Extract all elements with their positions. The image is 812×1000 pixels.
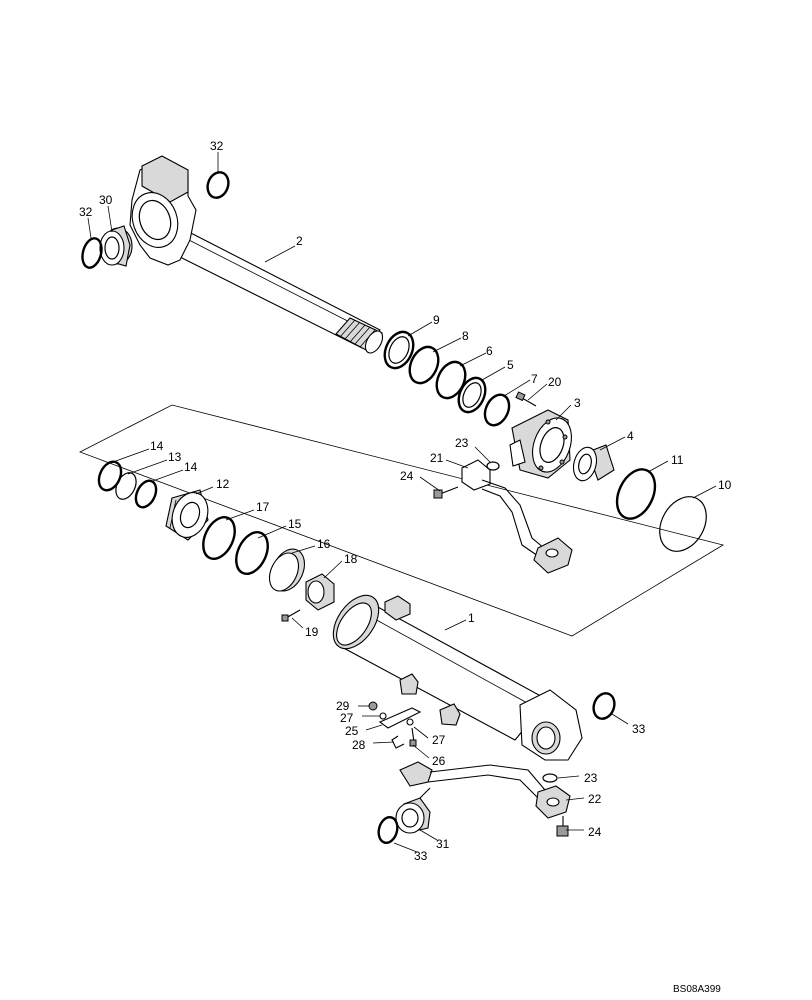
ring-16 <box>268 548 306 592</box>
seal-7 <box>483 393 511 427</box>
callout-18: 18 <box>344 552 358 566</box>
pipe-22 <box>399 761 571 819</box>
callout-6: 6 <box>486 344 493 358</box>
callout-21: 21 <box>430 451 444 465</box>
callout-23-upper: 23 <box>455 436 469 450</box>
callout-23-lower: 23 <box>584 771 598 785</box>
callout-19: 19 <box>305 625 319 639</box>
ring-13 <box>115 472 137 500</box>
callout-10: 10 <box>718 478 732 492</box>
callout-32-top: 32 <box>210 139 224 153</box>
callout-17: 17 <box>256 500 270 514</box>
bolt-20 <box>515 391 537 407</box>
callout-33-right: 33 <box>632 722 646 736</box>
bushing-31 <box>395 797 431 834</box>
callout-15: 15 <box>288 517 302 531</box>
callout-13: 13 <box>168 450 182 464</box>
clamp-hardware <box>368 701 422 749</box>
callout-12: 12 <box>216 477 230 491</box>
callout-32-left: 32 <box>79 205 93 219</box>
callout-14-right: 14 <box>184 460 198 474</box>
seal-9-inner <box>388 336 410 364</box>
o-ring-33-right <box>592 692 616 720</box>
seal-9 <box>383 330 415 370</box>
callout-labels: 32 30 32 2 9 8 6 5 7 20 3 4 11 10 23 21 … <box>79 139 732 995</box>
callout-4: 4 <box>627 429 634 443</box>
callout-11: 11 <box>671 453 684 467</box>
seal-8 <box>408 345 440 385</box>
seal-5-inner <box>462 382 482 408</box>
bolt-24-upper <box>433 486 459 499</box>
callout-30: 30 <box>99 193 113 207</box>
callout-28: 28 <box>352 738 366 752</box>
cylinder-head-3 <box>509 409 572 479</box>
callout-24-lower: 24 <box>588 825 602 839</box>
callout-20: 20 <box>548 375 562 389</box>
rod-bushing-30 <box>99 225 133 267</box>
callout-26: 26 <box>432 754 446 768</box>
callout-9: 9 <box>433 313 440 327</box>
ring-14-left <box>97 460 123 492</box>
disc-10 <box>659 496 707 552</box>
callout-7: 7 <box>531 372 538 386</box>
bushing-4 <box>572 444 615 482</box>
callout-24-upper: 24 <box>400 469 414 483</box>
callout-29: 29 <box>336 699 350 713</box>
callout-27-right: 27 <box>432 733 446 747</box>
seal-5 <box>457 376 487 414</box>
leader-lines <box>87 152 717 853</box>
o-ring-32-left <box>81 237 103 269</box>
callout-5: 5 <box>507 358 514 372</box>
nut-18 <box>305 573 335 611</box>
o-ring-32-top <box>206 171 230 199</box>
ring-11 <box>615 468 657 520</box>
pipe-21 <box>461 459 573 574</box>
callout-8: 8 <box>462 329 469 343</box>
o-ring-23-lower <box>542 773 558 783</box>
callout-31: 31 <box>436 837 450 851</box>
piston-12 <box>165 489 209 541</box>
seal-17 <box>202 516 236 560</box>
callout-14-left: 14 <box>150 439 164 453</box>
callout-33-left: 33 <box>414 849 428 863</box>
callout-27-left: 27 <box>340 711 354 725</box>
callout-16: 16 <box>317 537 331 551</box>
cylinder-tube-1 <box>332 594 583 761</box>
callout-22: 22 <box>588 792 602 806</box>
piston-rod <box>129 155 384 354</box>
set-screw-19 <box>281 609 301 622</box>
callout-2: 2 <box>296 234 303 248</box>
bolt-24-lower <box>556 816 569 837</box>
callout-3: 3 <box>574 396 581 410</box>
seal-kit-boundary <box>79 404 725 637</box>
seal-15 <box>235 531 269 575</box>
callout-1: 1 <box>468 611 475 625</box>
o-ring-33-left <box>377 816 399 844</box>
callout-25: 25 <box>345 724 359 738</box>
figure-code: BS08A399 <box>673 984 721 995</box>
o-ring-23-upper <box>486 461 500 471</box>
